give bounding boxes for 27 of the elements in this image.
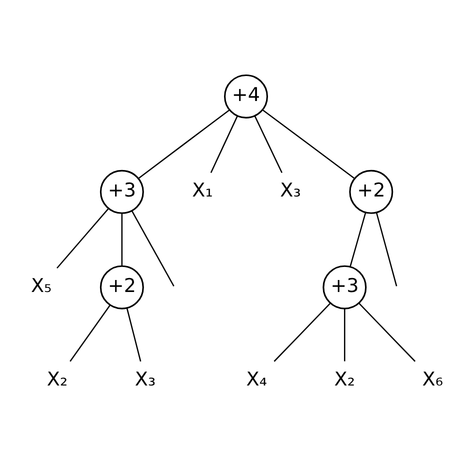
connector bbox=[254, 115, 282, 173]
connector bbox=[70, 304, 111, 362]
connector bbox=[350, 212, 366, 267]
node-circle: +3 bbox=[100, 169, 144, 214]
connector bbox=[126, 308, 142, 362]
node-text: X₂ bbox=[46, 368, 68, 390]
node-text: X₄ bbox=[246, 368, 267, 390]
connector bbox=[138, 109, 230, 178]
connector bbox=[121, 212, 123, 266]
node-circle: +3 bbox=[322, 264, 367, 309]
connector bbox=[210, 115, 238, 173]
connector bbox=[131, 210, 174, 286]
node-text: X₆ bbox=[422, 368, 444, 390]
node-text: X₃ bbox=[280, 179, 301, 202]
connector bbox=[274, 302, 331, 362]
node-circle: +4 bbox=[224, 74, 268, 118]
connector bbox=[262, 109, 355, 178]
connector bbox=[56, 208, 109, 268]
connector bbox=[376, 212, 398, 286]
node-circle: +2 bbox=[100, 264, 144, 309]
connector bbox=[344, 308, 346, 361]
node-circle: +2 bbox=[349, 169, 394, 214]
connector bbox=[358, 302, 416, 362]
node-text: X₂ bbox=[334, 368, 355, 390]
node-text: X₁ bbox=[192, 179, 213, 202]
node-text: X₅ bbox=[30, 274, 52, 297]
node-text: X₃ bbox=[134, 368, 156, 390]
